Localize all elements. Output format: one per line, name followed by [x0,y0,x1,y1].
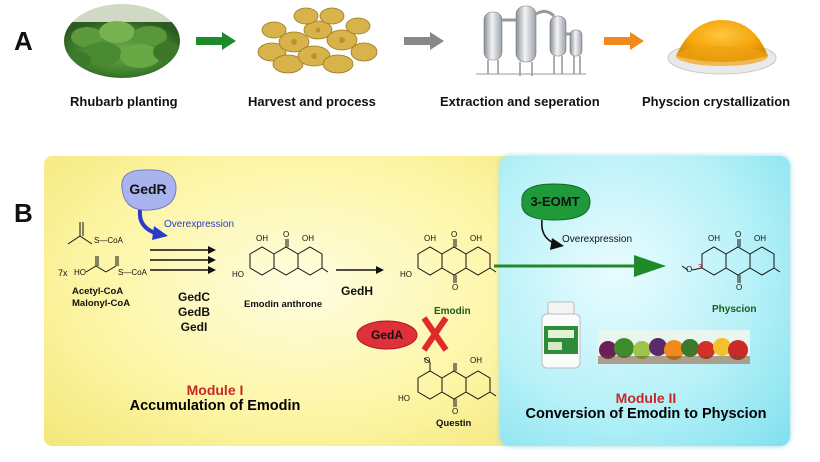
gene-gedh: GedH [340,284,373,298]
gedr-label: GedR [129,181,167,197]
module-1-name: Module I [186,382,244,398]
extraction-equipment-image [470,2,590,80]
overexpression-label-2: Overexpression [562,234,633,245]
scoa-label-2: S—CoA [118,268,147,277]
panel-a-letter: A [14,26,33,56]
ho-malonyl-label: HO [74,268,86,277]
gedh-arrow-icon [336,262,386,280]
seven-x-label: 7x [58,268,68,278]
emodin-label: Emodin [434,306,471,317]
panel-b-letter: B [14,198,33,228]
emodin-anthrone-label: Emodin anthrone [244,299,323,310]
step-label-extraction: Extraction and seperation [440,94,600,109]
rhubarb-field-image [62,2,182,80]
physcion-methoxy-o: O [686,265,693,274]
module-2-subtitle: Conversion of Emodin to Physcion [525,406,767,422]
pks-arrows-icon [150,244,220,283]
eomt-label: 3-EOMT [530,194,580,209]
arrow-green-icon [196,32,238,55]
anthrone-oh-1: OH [256,234,268,243]
acetyl-coa-structure [62,216,132,257]
gedr-arrow-icon [134,208,174,247]
malonyl-coa-label: Malonyl-CoA [72,298,131,309]
overexpression-label-1: Overexpression [164,219,235,230]
arrow-gray-icon [404,32,446,55]
gedr-enzyme-blob: GedR [116,166,180,214]
gene-gedi: GedI [180,320,208,334]
module-1-region [44,156,516,446]
anthrone-oh-2: OH [302,234,314,243]
module-2-name: Module II [615,390,677,406]
questin-methoxy-o: O [424,356,431,365]
acetyl-coa-label: Acetyl-CoA [72,286,124,297]
eomt-enzyme-blob: 3-EOMT [516,182,594,222]
anthrone-o: O [283,230,290,239]
physcion-oh-2: OH [754,234,766,243]
geda-enzyme-blob: GedA [356,320,418,350]
module-2-title: Module II Conversion of Emodin to Physci… [502,390,790,422]
questin-ho: HO [398,394,410,403]
scoa-label-1: S—CoA [94,236,123,245]
physcion-oh-1: OH [708,234,720,243]
module-1-title: Module I Accumulation of Emodin [70,382,360,414]
questin-structure [398,356,498,423]
arrow-orange-icon [604,32,646,55]
emodin-structure [398,236,498,301]
geda-label: GedA [370,328,403,342]
malonyl-coa-structure [84,252,124,287]
step-label-rhubarb-planting: Rhubarb planting [70,94,178,109]
physcion-powder-image [662,6,782,78]
conversion-arrow-icon [494,252,670,285]
gene-gedc: GedC [177,290,210,304]
blocked-cross-icon [420,314,450,359]
gene-gedb: GedB [177,305,210,319]
vegetables-image [598,330,750,364]
physcion-o-top: O [735,230,742,239]
emodin-o-top: O [451,230,458,239]
step-label-crystallization: Physcion crystallization [642,94,791,109]
questin-label: Questin [436,418,472,429]
questin-oh: OH [470,356,482,365]
questin-o-bottom: O [452,407,459,416]
physcion-structure [681,236,782,301]
emodin-ho: HO [400,270,412,279]
physcion-label: Physcion [712,304,757,315]
physcion-o-bottom: O [736,283,743,292]
supplement-bottle-image [538,300,584,370]
emodin-oh-2: OH [470,234,482,243]
emodin-anthrone-structure [230,236,330,301]
eomt-arrow-icon [538,219,568,257]
harvest-slices-image [252,2,380,80]
step-label-harvest: Harvest and process [248,94,376,109]
anthrone-ho: HO [232,270,244,279]
physcion-position-3: 3 [698,264,702,271]
emodin-o-bottom: O [452,283,459,292]
module-1-subtitle: Accumulation of Emodin [129,398,301,414]
emodin-oh-1: OH [424,234,436,243]
